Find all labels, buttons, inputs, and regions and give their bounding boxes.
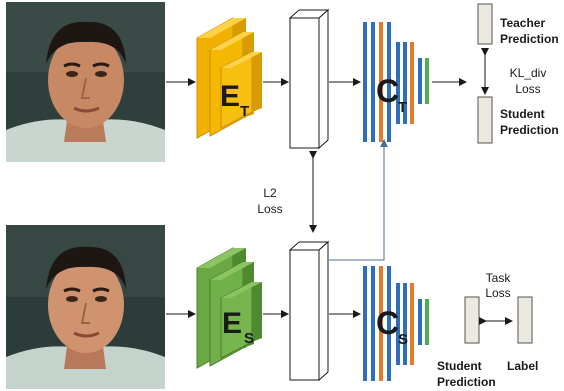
student-prediction-box-top xyxy=(477,96,493,144)
label-box xyxy=(517,296,533,344)
teacher-classifier: C T xyxy=(363,22,429,142)
teacher-input-face-image xyxy=(6,2,165,162)
task-loss-label-line1: Task xyxy=(486,271,512,285)
student-encoder-label: E xyxy=(222,307,242,340)
student-classifier-subscript: S xyxy=(398,331,408,348)
student-encoder: E S xyxy=(196,247,262,369)
student-input-face-image xyxy=(6,225,165,389)
teacher-encoder: E T xyxy=(196,17,262,139)
student-encoder-subscript: S xyxy=(244,330,254,347)
teacher-classifier-label: C xyxy=(376,73,399,109)
teacher-classifier-subscript: T xyxy=(398,99,407,116)
label-text: Label xyxy=(507,359,538,373)
kl-loss-label-line1: KL_div xyxy=(510,66,547,80)
task-loss-label-line2: Loss xyxy=(485,286,510,300)
teacher-prediction-label-line1: Teacher xyxy=(500,16,545,30)
student-prediction-bottom-label-line1: Student xyxy=(437,359,482,373)
student-classifier: C S xyxy=(363,266,429,381)
student-feature-box xyxy=(288,240,330,382)
teacher-feature-box xyxy=(288,8,330,150)
student-classifier-label: C xyxy=(376,305,399,341)
student-prediction-top-label-line1: Student xyxy=(500,107,545,121)
kl-loss-label-line2: Loss xyxy=(515,82,540,96)
l2-loss-label-line1: L2 xyxy=(263,186,277,200)
arrow-student-feature-to-teacher-classifier xyxy=(329,139,388,261)
teacher-encoder-subscript: T xyxy=(240,103,249,120)
teacher-prediction-label-line2: Prediction xyxy=(500,32,559,46)
student-prediction-top-label-line2: Prediction xyxy=(500,123,559,137)
l2-loss-label-line2: Loss xyxy=(257,202,282,216)
student-prediction-bottom-label-line2: Prediction xyxy=(437,375,496,389)
student-prediction-box-bottom xyxy=(464,296,480,344)
teacher-encoder-label: E xyxy=(220,80,240,113)
teacher-prediction-box xyxy=(477,3,493,45)
